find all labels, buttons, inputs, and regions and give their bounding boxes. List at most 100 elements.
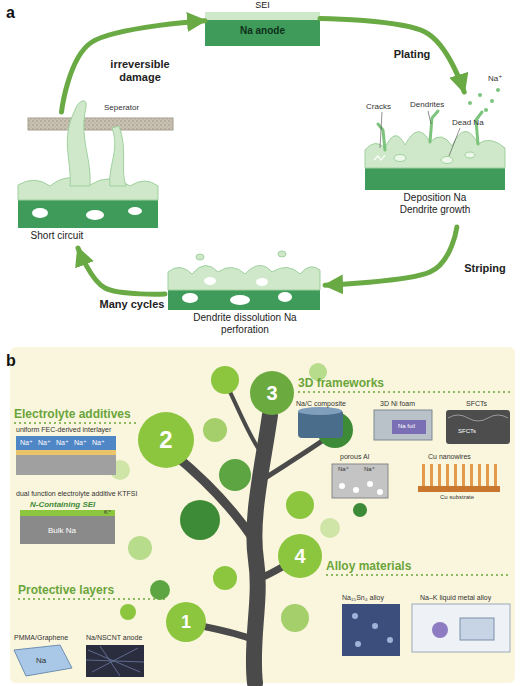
- tree-leaf: [180, 500, 220, 540]
- deposition-illustration: [496, 88, 500, 92]
- porous-al-picture: [377, 489, 383, 495]
- state-caption: Short circuit: [12, 230, 102, 242]
- cu-nanowire-picture: [478, 464, 481, 486]
- layer-label: SFCTs: [458, 428, 476, 435]
- category-heading: Electrolyte additives: [14, 408, 131, 422]
- fec-interlayer-picture: [16, 455, 116, 475]
- tree-panel: [10, 347, 515, 683]
- nak-alloy-picture: [432, 622, 448, 638]
- dissolution-illustration: [196, 254, 204, 260]
- category-heading: Alloy materials: [326, 560, 411, 574]
- cycle-arrow: [78, 248, 165, 294]
- category-heading: 3D frameworks: [298, 377, 384, 391]
- short-circuit-illustration: [110, 126, 126, 186]
- callout-number: 2: [138, 412, 194, 468]
- ion-label: K⁺: [104, 509, 111, 516]
- state-node: Dendrite dissolution Na perforation: [165, 250, 325, 338]
- sfct-picture: [446, 410, 510, 444]
- ion-label: Na⁺: [488, 74, 502, 83]
- layer-label: Bulk Na: [48, 526, 76, 535]
- item-caption: Na/NSCNT anode: [86, 634, 142, 642]
- sfct-picture: [446, 410, 510, 444]
- na-c-picture: [298, 407, 342, 415]
- part-label: Dendrites: [410, 100, 444, 109]
- leader-dots: [326, 574, 510, 576]
- edge-label: Many cycles: [92, 298, 172, 311]
- part-label: Dead Na: [452, 118, 484, 127]
- item-caption: dual function electrolyte additive KTFSI: [16, 490, 137, 498]
- short-circuit-illustration: [67, 101, 90, 186]
- item-caption: Na₁₅Sn₄ alloy: [342, 594, 384, 602]
- deposition-illustration: [365, 88, 505, 190]
- item-caption: PMMA/Graphene: [14, 634, 68, 642]
- short-circuit-illustration: [28, 118, 173, 130]
- deposition-illustration: [490, 99, 494, 103]
- cu-nanowire-picture: [454, 464, 457, 486]
- porous-al-picture: [367, 481, 373, 487]
- tree-leaf: [213, 566, 237, 590]
- ktfsi-picture: [20, 510, 115, 516]
- ion-label: Na⁺: [364, 466, 375, 473]
- dissolution-illustration: [256, 278, 268, 286]
- deposition-illustration: [465, 152, 475, 158]
- callout-number: 1: [166, 602, 206, 642]
- item-caption: 3D Ni foam: [380, 400, 415, 408]
- item-caption: SFCTs: [466, 400, 487, 408]
- layer-label: N-Containing SEI: [30, 500, 95, 509]
- na-c-picture: [298, 407, 343, 438]
- number-circle: 2: [138, 412, 194, 468]
- porous-al-picture: [339, 483, 345, 489]
- layer-label: Na: [36, 656, 46, 665]
- na-anode-illustration: [205, 20, 320, 46]
- layer-label: Na foil: [398, 423, 415, 430]
- short-circuit-illustration: [18, 101, 173, 228]
- porous-al-picture: [332, 464, 388, 498]
- category-heading: Protective layers: [18, 584, 114, 598]
- dissolution-illustration: [204, 277, 216, 285]
- pmma-picture: [14, 645, 72, 676]
- fec-interlayer-picture: [16, 450, 116, 455]
- layer-label: Cu substrate: [440, 494, 474, 501]
- deposition-illustration: [484, 108, 488, 112]
- dissolution-illustration: [168, 251, 320, 310]
- leader-dots: [298, 391, 510, 393]
- nscnt-picture: [86, 646, 144, 676]
- tree-leaf: [150, 580, 170, 600]
- cu-nanowire-picture: [446, 464, 449, 486]
- state-node: Short circuit: [12, 112, 177, 248]
- tree-panel: [10, 347, 515, 683]
- deposition-illustration: [365, 168, 505, 190]
- dissolution-illustration: [278, 292, 292, 302]
- fec-interlayer-picture: [16, 436, 116, 475]
- state-node: SEINa anode: [205, 0, 320, 46]
- tree-leaf: [353, 503, 367, 517]
- ion-label: Na⁺: [56, 439, 69, 447]
- ion-label: Na⁺: [38, 439, 51, 447]
- nasn-alloy-picture: [372, 623, 378, 629]
- short-circuit-illustration: [18, 200, 158, 228]
- leader-dots: [14, 422, 138, 424]
- cycle-arrow: [325, 227, 457, 285]
- short-circuit-illustration: [86, 210, 104, 220]
- state-caption: Na anode: [205, 25, 320, 37]
- nasn-alloy-picture: [355, 641, 361, 647]
- cu-nanowire-picture: [438, 464, 441, 486]
- ni-foam-picture: [374, 410, 432, 440]
- item-caption: Na/C composite: [296, 400, 346, 408]
- callout-number: 4: [278, 534, 322, 578]
- tree-leaf: [203, 418, 227, 442]
- nak-alloy-picture: [412, 604, 510, 652]
- deposition-illustration: [468, 101, 472, 105]
- fec-interlayer-picture: [16, 436, 116, 450]
- nasn-alloy-picture: [352, 613, 358, 619]
- cu-nanowire-picture: [470, 464, 473, 486]
- leader-dots: [18, 598, 166, 600]
- deposition-illustration: [378, 111, 482, 150]
- cu-nanowire-picture: [418, 486, 500, 492]
- porous-al-picture: [332, 464, 388, 498]
- part-label: Cracks: [366, 102, 391, 111]
- tree-leaf: [110, 363, 367, 632]
- deposition-illustration: [478, 93, 482, 97]
- tree-leaf: [281, 604, 309, 632]
- nasn-alloy-picture: [387, 637, 393, 643]
